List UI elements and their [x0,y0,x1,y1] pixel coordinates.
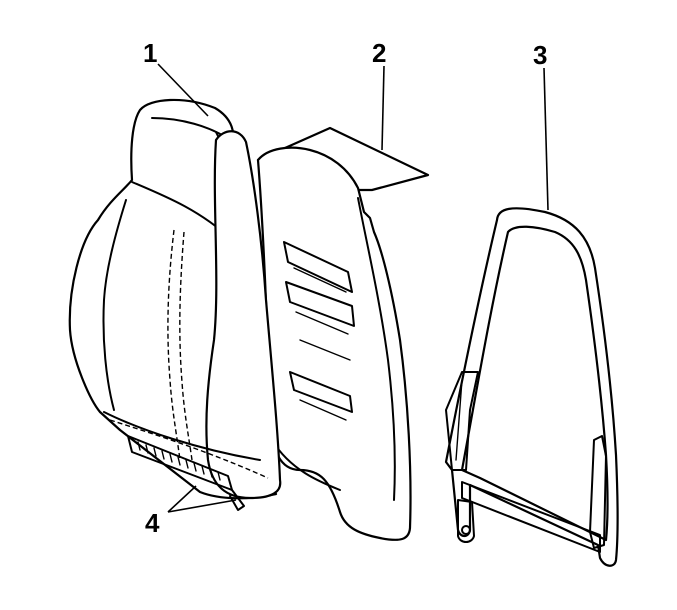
callout-4: 4 [145,508,160,538]
cover-front-bolster [205,130,282,500]
cover-stitch-line-a [167,229,181,461]
pad-channel-lower [289,371,353,413]
leader-lines [157,63,549,513]
frame-mount-hole [461,525,471,535]
callout-1: 1 [143,38,157,68]
callout-3: 3 [533,40,547,70]
cover-stitch-line-b [179,231,193,461]
frame-left-bracket [445,371,479,471]
leader-4a [167,485,197,513]
leader-4b [167,499,237,513]
cover-inner-contour [102,199,127,411]
pad-channel-mid [285,281,355,327]
frame-mount-tab [457,499,475,543]
cover-retainer-hook [229,489,245,511]
callout-2: 2 [372,38,386,68]
frame-inner-opening [460,225,609,542]
seat-back-cover [68,98,282,511]
seat-back-pad [256,126,430,541]
leader-1 [157,63,209,117]
leader-2 [381,65,385,151]
frame-lower-crossbar [461,481,601,553]
cover-stitch-bottom [109,419,269,479]
cover-lower-skirt [103,411,261,461]
seat-back-frame [444,207,619,567]
pad-channel-upper [283,241,353,293]
pad-rear-bolster [357,197,396,501]
leader-3 [543,67,549,211]
